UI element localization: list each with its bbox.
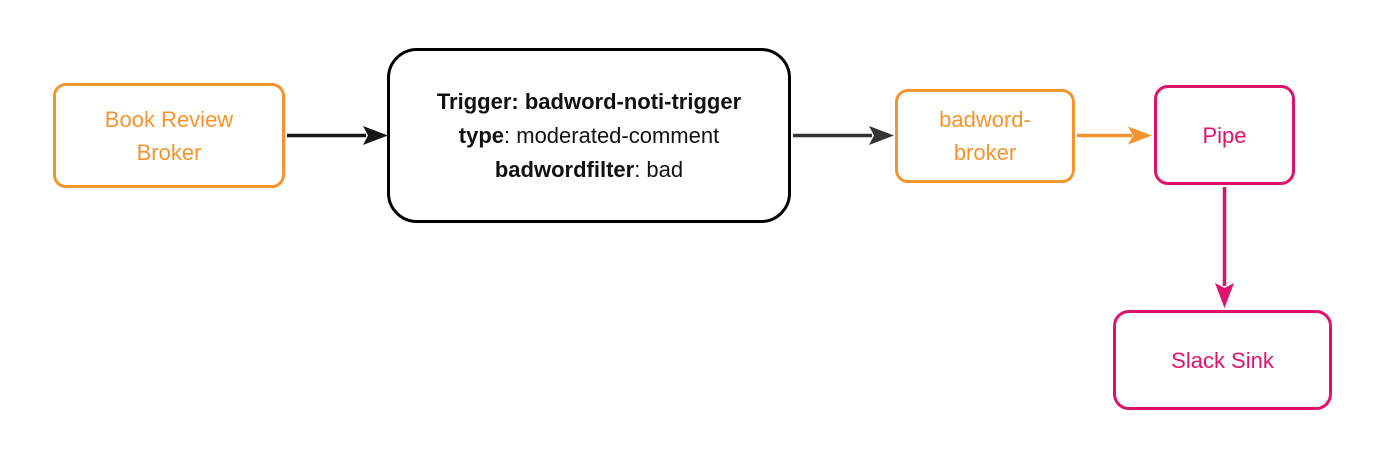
node-label: Slack Sink (1171, 347, 1274, 373)
node-badword-broker: badword- broker (895, 89, 1075, 183)
trigger-type-label: type: moderated-comment (458, 122, 720, 148)
edge-badword-broker-to-pipe (1077, 126, 1152, 145)
arrowhead-right-icon (363, 126, 388, 145)
node-label: Broker (136, 139, 202, 165)
edge-book-review-broker-to-trigger (287, 126, 388, 145)
node-trigger-badword-noti-trigger: Trigger: badword-noti-trigger type: mode… (387, 48, 791, 223)
arrowhead-right-icon (1128, 126, 1152, 145)
trigger-filter-label: badwordfilter: bad (494, 156, 684, 182)
node-slack-sink: Slack Sink (1113, 310, 1332, 410)
node-label: Pipe (1202, 122, 1247, 148)
arrowhead-down-icon (1215, 283, 1234, 308)
trigger-name-label: Trigger: badword-noti-trigger (436, 88, 742, 114)
arrowhead-right-icon (869, 126, 894, 145)
edge-pipe-to-slack-sink (1215, 187, 1234, 308)
node-label: Book Review (104, 106, 234, 132)
node-label: badword- (939, 107, 1031, 132)
node-book-review-broker: Book Review Broker (53, 83, 285, 188)
node-label: broker (953, 140, 1017, 165)
edge-trigger-to-badword-broker (793, 126, 894, 145)
node-pipe: Pipe (1154, 85, 1295, 185)
